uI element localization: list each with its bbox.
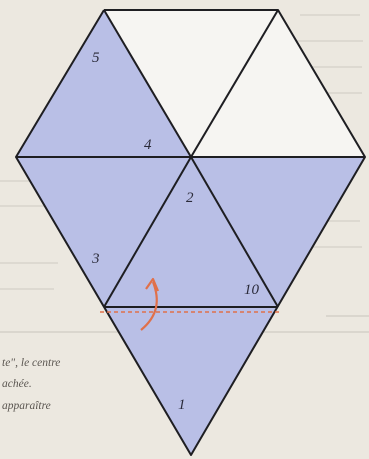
fold-arrow-icon — [140, 277, 160, 331]
face-label-2: 2 — [186, 190, 194, 206]
net-edges — [15, 9, 366, 456]
face-white-top — [104, 10, 278, 157]
face-label-4: 4 — [144, 137, 152, 153]
unshaded-faces — [104, 10, 365, 157]
caption-line-3: apparaître — [2, 400, 51, 412]
face-white-right — [191, 10, 365, 157]
shaded-faces — [16, 10, 365, 455]
face-5 — [16, 10, 191, 157]
face-label-1: 1 — [178, 397, 186, 413]
caption-line-2: achée. — [2, 378, 32, 390]
face-4 — [16, 157, 191, 307]
face-label-10: 10 — [244, 282, 260, 298]
face-2 — [104, 157, 278, 307]
face-right-top — [191, 157, 365, 307]
face-label-5: 5 — [92, 50, 100, 66]
face-label-3: 3 — [91, 251, 100, 267]
face-1 — [104, 307, 278, 455]
caption-line-1: te", le centre — [2, 357, 60, 369]
